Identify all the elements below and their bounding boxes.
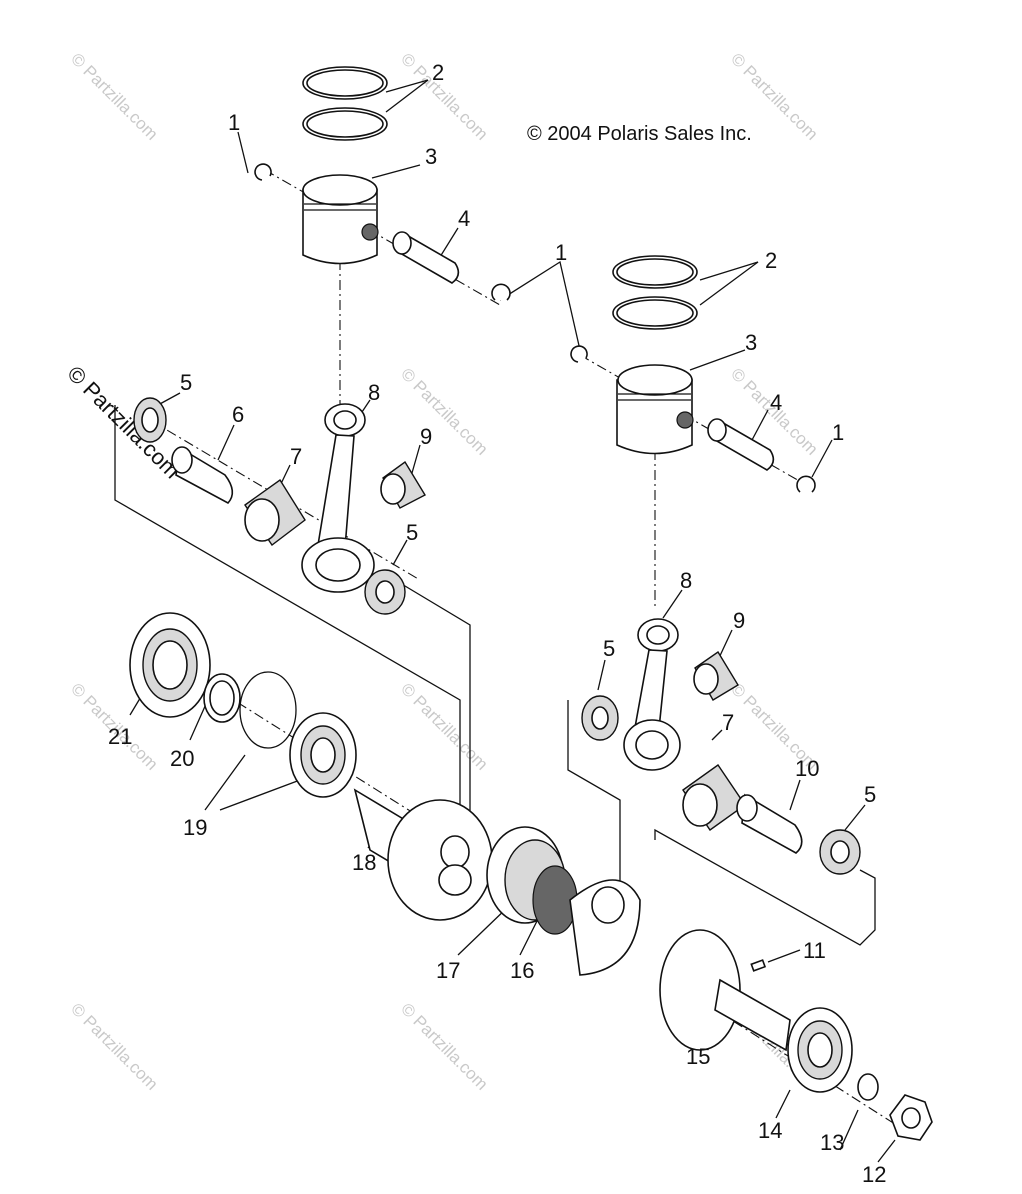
copyright-text: © 2004 Polaris Sales Inc. (527, 123, 752, 145)
piston-pin-right (707, 418, 775, 471)
nut-12 (889, 1094, 933, 1141)
crankshaft-half-15 (659, 929, 791, 1052)
crankshaft-half-18 (353, 788, 493, 921)
connecting-rod-left (301, 403, 375, 593)
watermark: © Partzilla.com (67, 49, 161, 143)
callout-5: 5 (603, 636, 615, 661)
callout-15: 15 (686, 1044, 710, 1069)
callout-8: 8 (680, 568, 692, 593)
piston-top (302, 174, 379, 265)
crankshaft-center-16 (532, 865, 641, 976)
callout-18: 18 (352, 850, 376, 875)
circlip-top-mid (491, 283, 511, 301)
needle-bearing-small-right (693, 650, 739, 701)
callout-6: 6 (232, 402, 244, 427)
callout-16: 16 (510, 958, 534, 983)
crank-pin-right (736, 793, 803, 854)
circlip-right-left (570, 345, 588, 363)
callout-7: 7 (722, 710, 734, 735)
callout-13: 13 (820, 1130, 844, 1155)
watermark: © Partzilla.com (397, 364, 491, 458)
callout-1: 1 (555, 240, 567, 265)
thrust-washer-right-bottom (819, 829, 861, 875)
needle-bearing-small-left (380, 460, 426, 509)
callout-20: 20 (170, 746, 194, 771)
snap-rings-19 (239, 671, 297, 749)
washer-20 (203, 673, 241, 723)
circlip-right-right (796, 475, 816, 493)
callout-10: 10 (795, 756, 819, 781)
callout-11: 11 (803, 938, 826, 963)
callout-7: 7 (290, 444, 302, 469)
callout-5: 5 (180, 370, 192, 395)
piston-right (616, 364, 694, 455)
needle-bearing-left (244, 478, 306, 547)
callout-5: 5 (406, 520, 418, 545)
callout-3: 3 (745, 330, 757, 355)
piston-rings-right (612, 255, 698, 330)
watermark: © Partzilla.com (397, 999, 491, 1093)
watermark: © Partzilla.com (397, 49, 491, 143)
callout-2: 2 (765, 248, 777, 273)
needle-bearing-right (682, 764, 746, 831)
callout-19: 19 (183, 815, 207, 840)
main-bearing-14 (787, 1007, 853, 1093)
crank-pin-left (171, 446, 234, 505)
connecting-rod-right (623, 618, 681, 771)
callout-21: 21 (108, 724, 132, 749)
thrust-washer-right-top (581, 695, 619, 741)
callout-labels: 1 2 3 4 1 2 3 4 1 5 6 7 8 9 5 8 9 5 7 10… (108, 60, 886, 1187)
callout-5: 5 (864, 782, 876, 807)
callout-9: 9 (420, 424, 432, 449)
watermark: © Partzilla.com (67, 999, 161, 1093)
main-bearing-21 (129, 612, 211, 718)
callout-8: 8 (368, 380, 380, 405)
circlip-top-left (254, 163, 272, 181)
callout-14: 14 (758, 1118, 782, 1143)
watermark: © Partzilla.com (397, 679, 491, 773)
callout-2: 2 (432, 60, 444, 85)
thrust-washer-left-bottom (364, 569, 406, 615)
callout-1: 1 (228, 110, 240, 135)
axis-lines (149, 169, 921, 1141)
callout-12: 12 (862, 1162, 886, 1187)
callout-1: 1 (832, 420, 844, 445)
piston-pin-top (392, 231, 460, 284)
lock-washer-13 (857, 1073, 879, 1101)
woodruff-key-11 (750, 959, 767, 972)
bracket-lines (114, 79, 896, 1163)
main-bearing-19 (289, 712, 357, 798)
callout-4: 4 (458, 206, 470, 231)
thrust-washer-left-top (133, 397, 167, 443)
piston-rings-top (302, 66, 388, 141)
callout-17: 17 (436, 958, 460, 983)
callout-9: 9 (733, 608, 745, 633)
callout-4: 4 (770, 390, 782, 415)
callout-3: 3 (425, 144, 437, 169)
